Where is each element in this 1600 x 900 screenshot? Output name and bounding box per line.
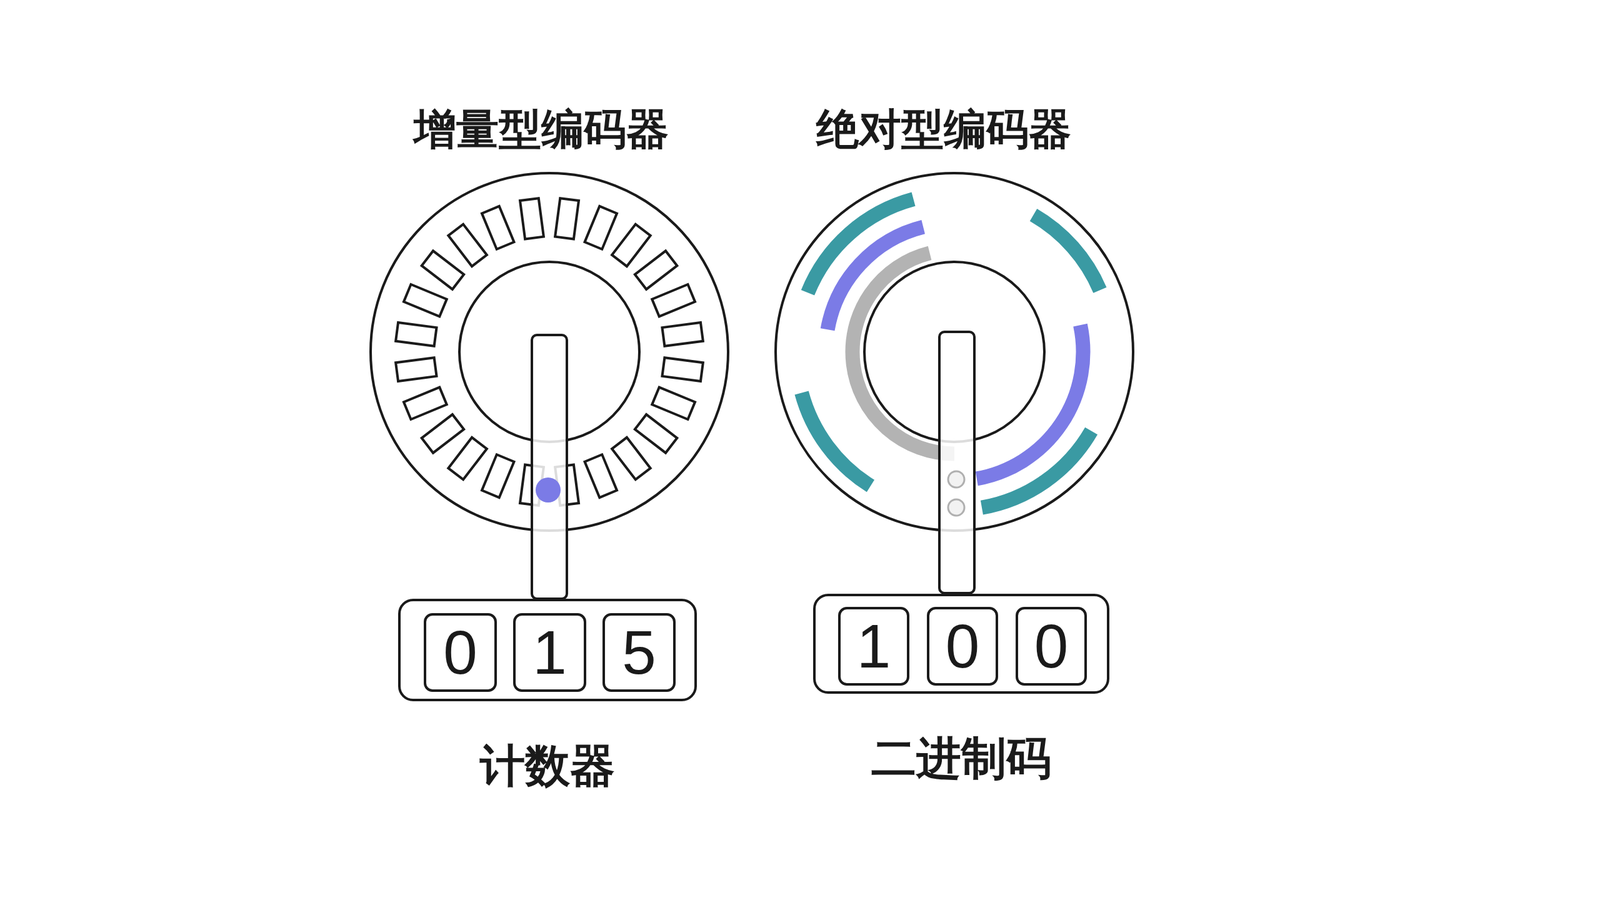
disc-slot — [635, 250, 677, 290]
code-track — [1033, 215, 1100, 290]
disc-slot — [661, 322, 703, 347]
disc-slot — [448, 224, 487, 267]
disc-slot — [421, 250, 464, 290]
encoder-title: 绝对型编码器 — [816, 101, 1072, 159]
digit-value: 0 — [443, 621, 478, 684]
disc-slot — [448, 437, 487, 480]
display-panel: 计数器015 — [398, 598, 697, 702]
disc-slot — [520, 198, 544, 239]
encoder-title: 增量型编码器 — [413, 101, 669, 159]
display-panel: 二进制码100 — [813, 593, 1110, 694]
disc-slot — [585, 454, 617, 498]
panel-caption: 计数器 — [480, 736, 615, 797]
digit-box: 0 — [926, 606, 999, 686]
disc-slot — [611, 437, 651, 480]
absolute-disc — [775, 173, 1134, 594]
disc-slot — [611, 224, 651, 267]
disc-slot — [395, 357, 437, 382]
disc-slot — [481, 206, 514, 250]
disc-slot — [651, 284, 695, 317]
disc-slot — [403, 284, 447, 317]
digit-value: 5 — [621, 621, 657, 684]
disc-slot — [635, 414, 677, 454]
code-track — [807, 199, 914, 294]
digit-value: 1 — [856, 615, 892, 677]
digit-box: 1 — [838, 606, 910, 686]
disc-slot — [395, 322, 437, 347]
digit-box: 5 — [602, 613, 676, 692]
digit-box: 0 — [1015, 606, 1087, 686]
disc-slot — [661, 357, 703, 382]
disc-slot — [481, 454, 514, 498]
digit-value: 0 — [1034, 615, 1069, 677]
digit-box: 0 — [423, 613, 497, 692]
incremental-disc — [370, 173, 729, 599]
disc-slot — [585, 206, 617, 250]
disc-slot — [421, 414, 464, 454]
disc-slot — [555, 198, 579, 239]
digit-box: 1 — [513, 613, 587, 692]
digit-value: 1 — [532, 621, 567, 684]
disc-slot — [403, 387, 447, 420]
disc-slot — [651, 387, 695, 420]
panel-caption: 二进制码 — [871, 728, 1052, 789]
digit-value: 0 — [945, 615, 980, 677]
